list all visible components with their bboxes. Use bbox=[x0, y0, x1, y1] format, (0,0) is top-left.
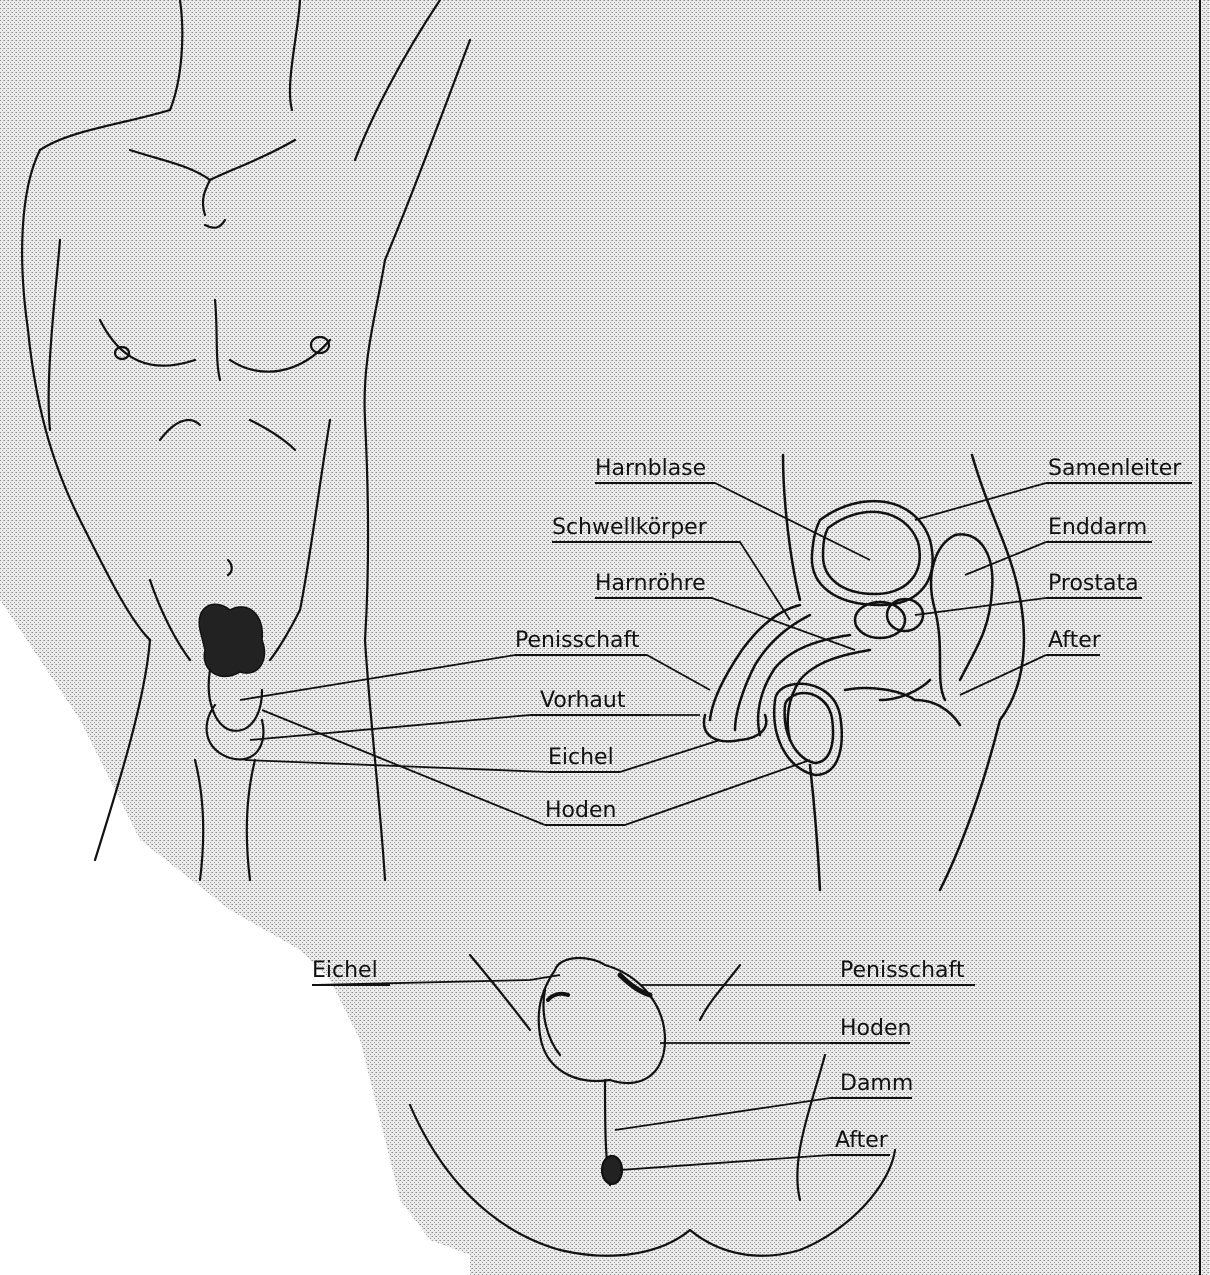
label-prostata: Prostata bbox=[1048, 571, 1139, 596]
label-enddarm: Enddarm bbox=[1048, 515, 1147, 540]
label-bottom-after: After bbox=[835, 1128, 889, 1153]
label-hoden: Hoden bbox=[545, 798, 616, 823]
label-bottom-damm: Damm bbox=[840, 1071, 913, 1096]
label-bottom-penisschaft: Penisschaft bbox=[840, 958, 965, 983]
label-after: After bbox=[1048, 628, 1102, 653]
label-samenleiter: Samenleiter bbox=[1048, 456, 1182, 481]
label-schwellkoerper: Schwellkörper bbox=[552, 515, 708, 540]
label-bottom-hoden: Hoden bbox=[840, 1016, 911, 1041]
label-eichel: Eichel bbox=[548, 745, 614, 770]
label-harnroehre: Harnröhre bbox=[595, 571, 706, 596]
label-vorhaut: Vorhaut bbox=[540, 688, 626, 713]
label-penisschaft: Penisschaft bbox=[515, 628, 640, 653]
label-bottom-eichel: Eichel bbox=[312, 958, 378, 983]
label-harnblase: Harnblase bbox=[595, 456, 706, 481]
